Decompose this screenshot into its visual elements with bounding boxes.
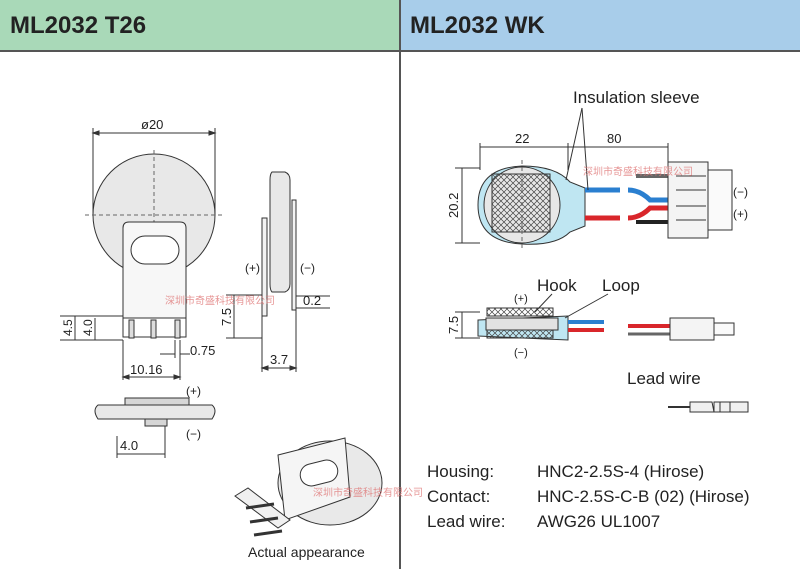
insulation-sleeve-label: Insulation sleeve	[573, 88, 700, 107]
dim-7-5-right: 7.5	[446, 316, 461, 334]
spec-key: Contact:	[427, 487, 491, 506]
spec-value: HNC-2.5S-C-B (02) (Hirose)	[537, 487, 750, 506]
watermark-text: 深圳市奇盛科技有限公司	[165, 296, 275, 307]
right-panel-title: ML2032 WK	[410, 12, 545, 39]
t26-isometric-view	[234, 437, 383, 537]
dim-diameter: ø20	[141, 117, 163, 132]
t26-front-view	[60, 128, 223, 380]
bottom-minus-label: (−)	[186, 427, 201, 441]
left-panel-header: ML2032 T26	[0, 0, 400, 52]
right-panel-header: ML2032 WK	[400, 0, 800, 52]
wk-top-minus-label: (−)	[733, 185, 748, 199]
side-minus-label: (−)	[300, 261, 315, 275]
wk-top-plus-label: (+)	[733, 207, 748, 221]
dim-3-7: 3.7	[270, 352, 288, 367]
actual-appearance-caption: Actual appearance	[248, 544, 365, 560]
wk-top-view	[455, 107, 733, 250]
spec-key: Housing:	[427, 462, 495, 481]
dim-22: 22	[515, 131, 529, 146]
hook-label: Hook	[537, 276, 577, 295]
spec-row-housing: Housing: HNC2-2.5S-4 (Hirose)	[427, 462, 704, 482]
dim-4-0: 4.0	[81, 319, 95, 336]
dim-4-0-bottom: 4.0	[120, 438, 138, 453]
t26-side-view	[226, 171, 330, 372]
spec-value: AWG26 UL1007	[537, 512, 661, 531]
dim-7-5-left: 7.5	[219, 308, 234, 326]
spec-value: HNC2-2.5S-4 (Hirose)	[537, 462, 705, 481]
spec-row-lead-wire: Lead wire: AWG26 UL1007	[427, 512, 660, 532]
dim-10-16: 10.16	[130, 362, 163, 377]
t26-bottom-view	[94, 397, 216, 458]
spec-key: Lead wire:	[427, 512, 506, 531]
dim-0-75: 0.75	[190, 343, 215, 358]
spec-row-contact: Contact: HNC-2.5S-C-B (02) (Hirose)	[427, 487, 750, 507]
loop-label: Loop	[602, 276, 640, 295]
dim-80: 80	[607, 131, 621, 146]
side-plus-label: (+)	[245, 261, 260, 275]
dim-0-2: 0.2	[303, 293, 321, 308]
wk-lead-wire-detail	[668, 401, 749, 413]
wk-side-plus-label: (+)	[514, 293, 528, 305]
wk-side-view	[455, 293, 735, 341]
left-panel-title: ML2032 T26	[10, 12, 147, 39]
panel-divider	[399, 0, 401, 569]
dim-4-5: 4.5	[61, 319, 75, 336]
dim-20-2: 20.2	[446, 193, 461, 218]
watermark-text: 深圳市奇盛科技有限公司	[313, 488, 423, 499]
lead-wire-label: Lead wire	[627, 369, 701, 388]
watermark-text: 深圳市奇盛科技有限公司	[583, 167, 693, 178]
bottom-plus-label: (+)	[186, 384, 201, 398]
wk-side-minus-label: (−)	[514, 347, 528, 359]
